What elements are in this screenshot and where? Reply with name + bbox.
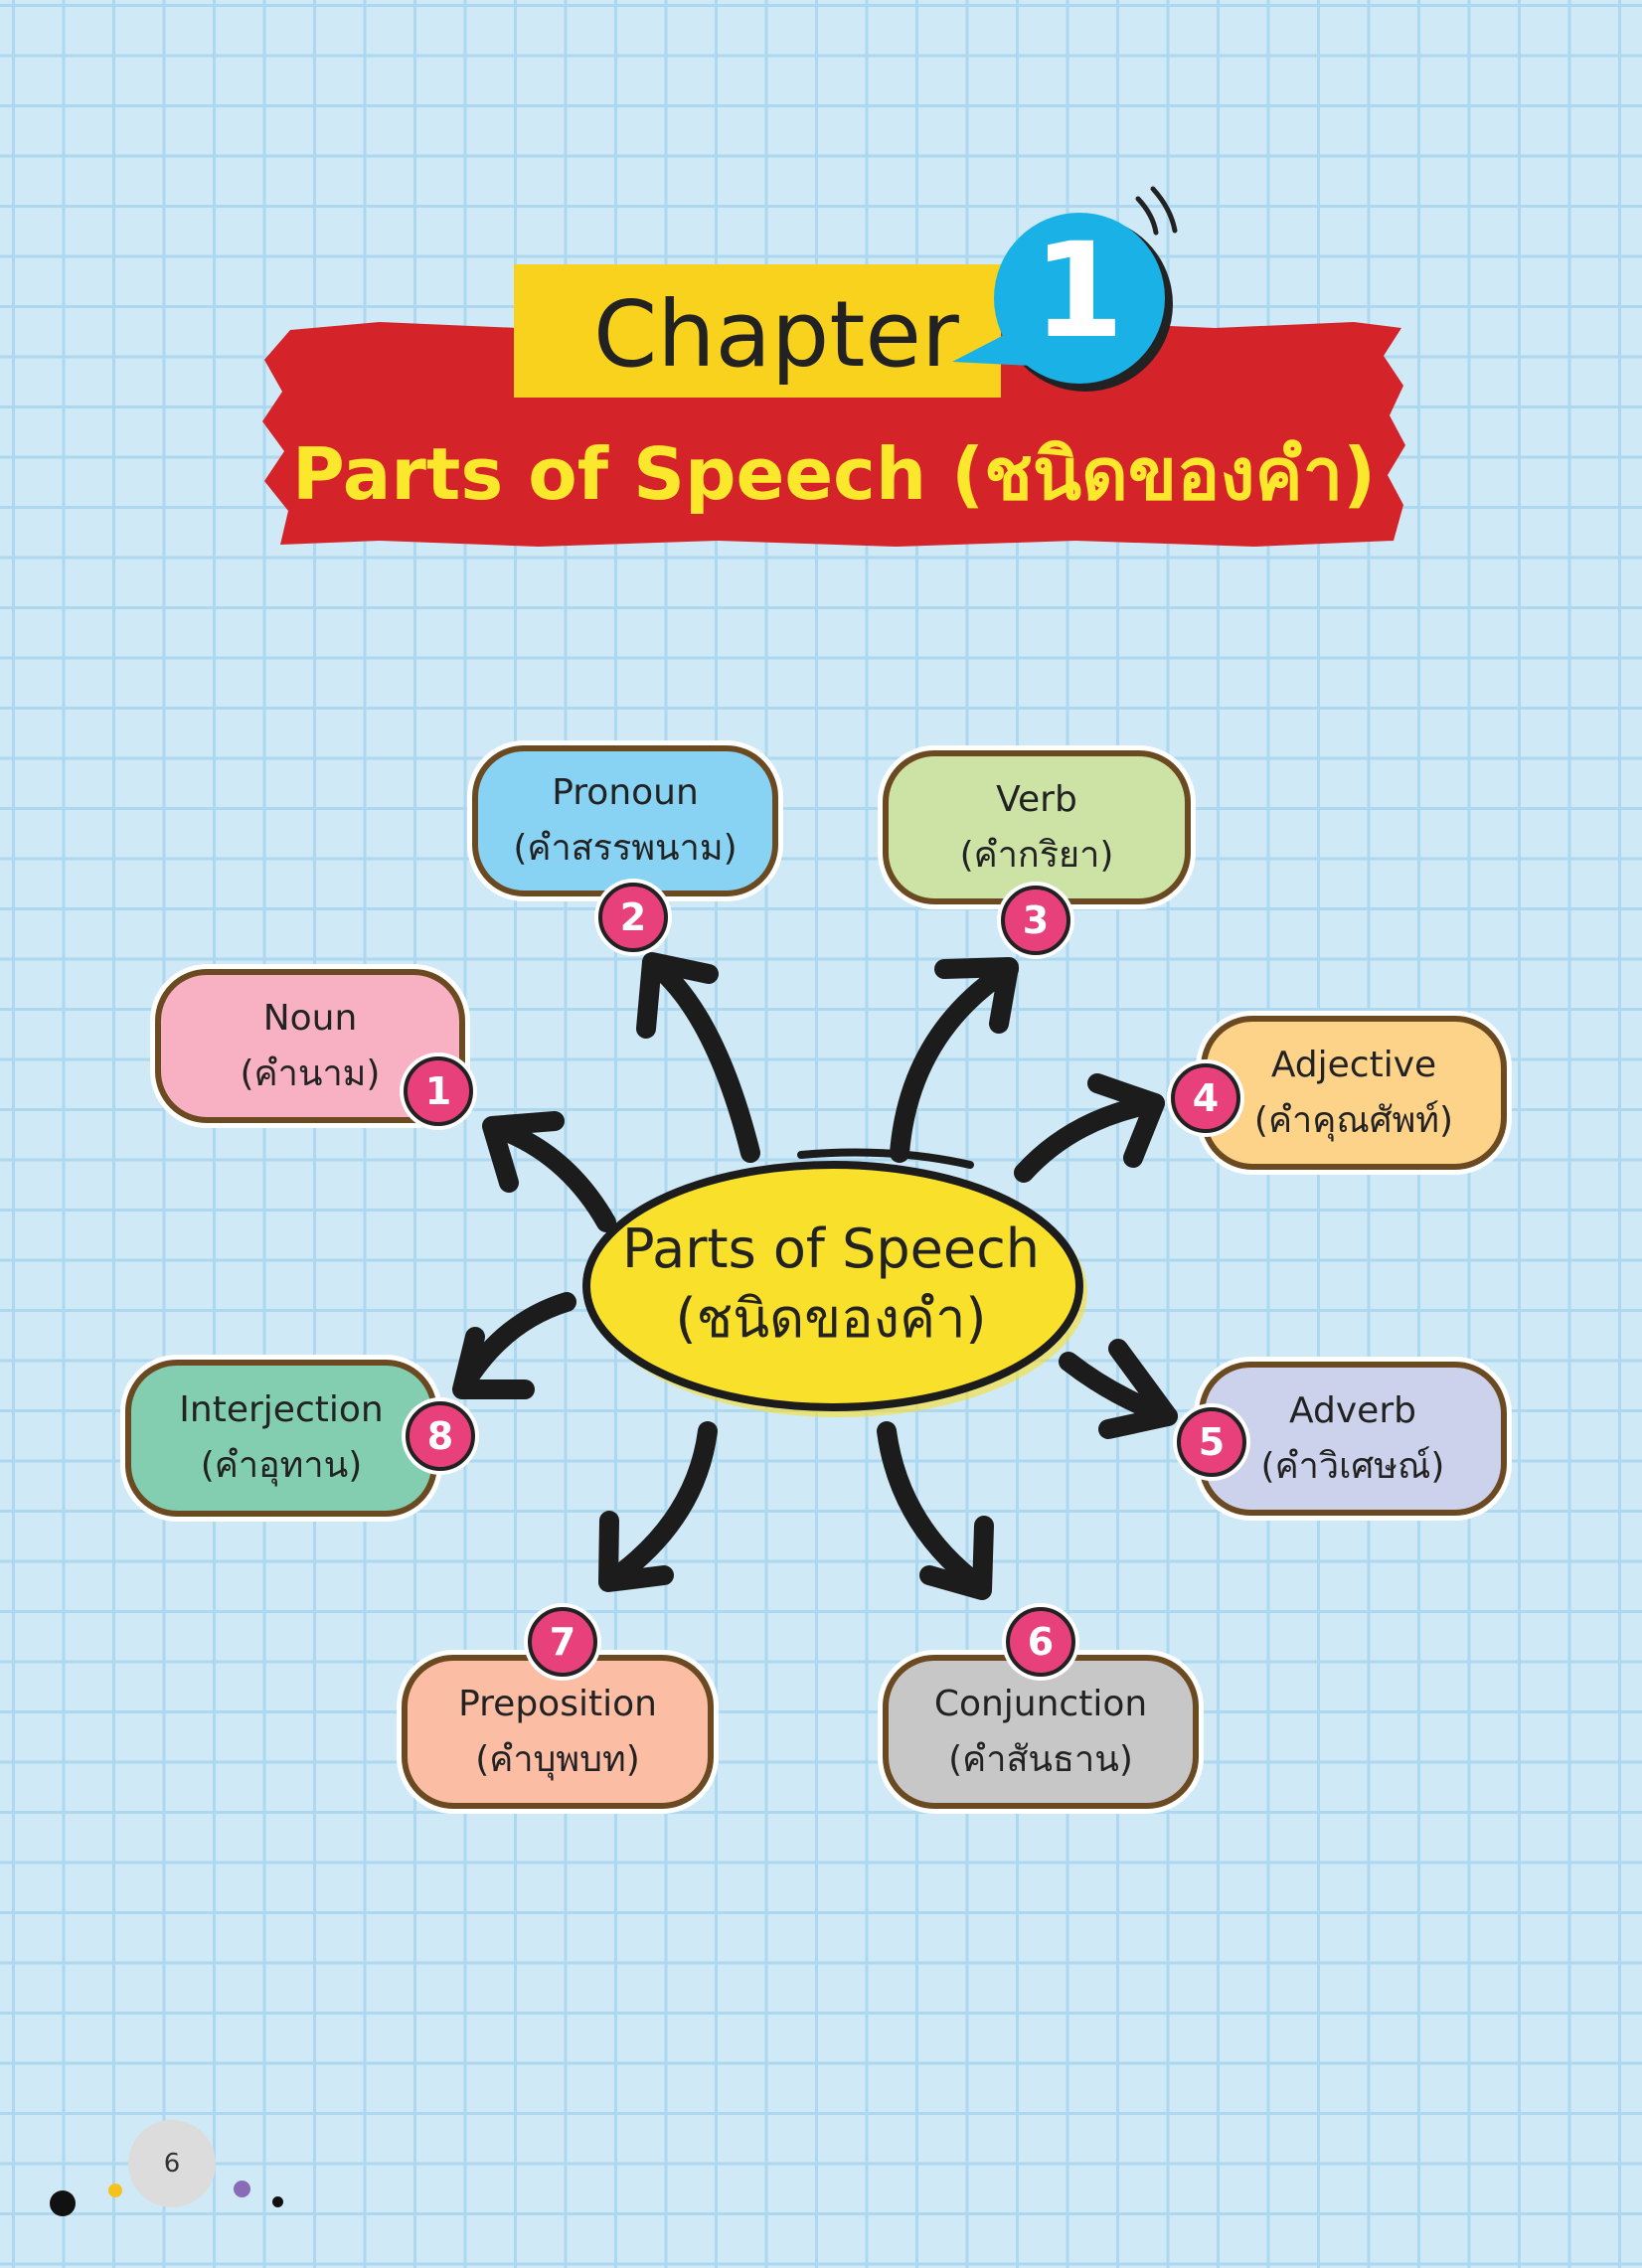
chapter-label-background	[514, 264, 1001, 398]
node-interjection-thai: (คำอุทาน)	[200, 1445, 363, 1486]
badge-6: 6	[1006, 1607, 1075, 1677]
arrowhead-pronoun	[636, 952, 719, 1039]
badge-3: 3	[1001, 886, 1070, 955]
arrowhead-adjective	[1087, 1073, 1165, 1168]
page-number-circle	[128, 2120, 216, 2207]
node-verb-thai: (คำกริยา)	[959, 834, 1114, 876]
node-verb: Verb (คำกริยา)	[883, 750, 1191, 904]
arrowhead-preposition	[598, 1511, 674, 1592]
decor-dot-purple	[234, 2181, 250, 2197]
node-conjunction-english: Conjunction	[933, 1683, 1148, 1724]
badge-7: 7	[528, 1607, 597, 1677]
arrowhead-verb	[934, 957, 1019, 1034]
node-conjunction: Conjunction (คำสันธาน)	[883, 1655, 1199, 1809]
node-pronoun-thai: (คำสรรพนาม)	[513, 828, 738, 869]
badge-2: 2	[598, 883, 668, 952]
center-label-thai: (ชนิดของคำ)	[675, 1287, 987, 1350]
page-number: 6	[163, 2149, 181, 2179]
decor-dot-black	[50, 2190, 76, 2216]
decor-dot-small-black	[272, 2196, 283, 2207]
node-noun-english: Noun	[262, 997, 358, 1039]
node-verb-english: Verb	[996, 778, 1077, 820]
node-preposition-thai: (คำบุพบท)	[475, 1738, 640, 1780]
badge-4: 4	[1171, 1063, 1240, 1133]
speech-bubble-icon	[952, 186, 1178, 392]
node-pronoun: Pronoun (คำสรรพนาม)	[472, 745, 778, 896]
center-label-english: Parts of Speech	[621, 1217, 1041, 1280]
node-preposition: Preposition (คำบุพบท)	[402, 1655, 714, 1809]
arrowhead-conjunction	[919, 1516, 994, 1600]
badge-8: 8	[406, 1401, 475, 1471]
page-subtitle: Parts of Speech (ชนิดของคำ)	[291, 432, 1377, 516]
node-preposition-english: Preposition	[458, 1683, 657, 1724]
node-pronoun-english: Pronoun	[552, 772, 699, 813]
arrow-to-conjunction	[877, 1421, 989, 1595]
node-adverb: Adverb (คำวิเศษณ์)	[1199, 1362, 1507, 1516]
node-interjection: Interjection (คำอุทาน)	[125, 1360, 437, 1517]
arrow-to-noun	[487, 1118, 616, 1232]
badge-5: 5	[1177, 1407, 1246, 1477]
node-adjective-thai: (คำคุณศัพท์)	[1253, 1099, 1454, 1141]
arrowhead-noun	[482, 1111, 565, 1193]
arrowhead-interjection	[452, 1327, 535, 1399]
badge-1: 1	[404, 1056, 473, 1126]
arrow-to-pronoun	[644, 954, 760, 1163]
node-noun-thai: (คำนาม)	[240, 1053, 381, 1094]
chapter-word: Chapter	[593, 281, 959, 388]
arrow-to-preposition	[601, 1421, 718, 1590]
node-conjunction-thai: (คำสันธาน)	[948, 1738, 1133, 1780]
center-label: Parts of Speech (ชนิดของคำ)	[582, 1215, 1079, 1354]
chapter-number: 1	[1033, 215, 1124, 368]
node-adjective-english: Adjective	[1270, 1044, 1437, 1085]
node-adverb-english: Adverb	[1289, 1389, 1416, 1431]
arrowhead-adverb	[1098, 1339, 1178, 1439]
arrow-to-verb	[890, 959, 1019, 1163]
decor-dot-yellow	[108, 2184, 122, 2197]
center-ellipse	[582, 1148, 1087, 1417]
node-interjection-english: Interjection	[179, 1389, 384, 1430]
node-adjective: Adjective (คำคุณศัพท์)	[1201, 1016, 1507, 1170]
node-adverb-thai: (คำวิเศษณ์)	[1260, 1445, 1445, 1487]
